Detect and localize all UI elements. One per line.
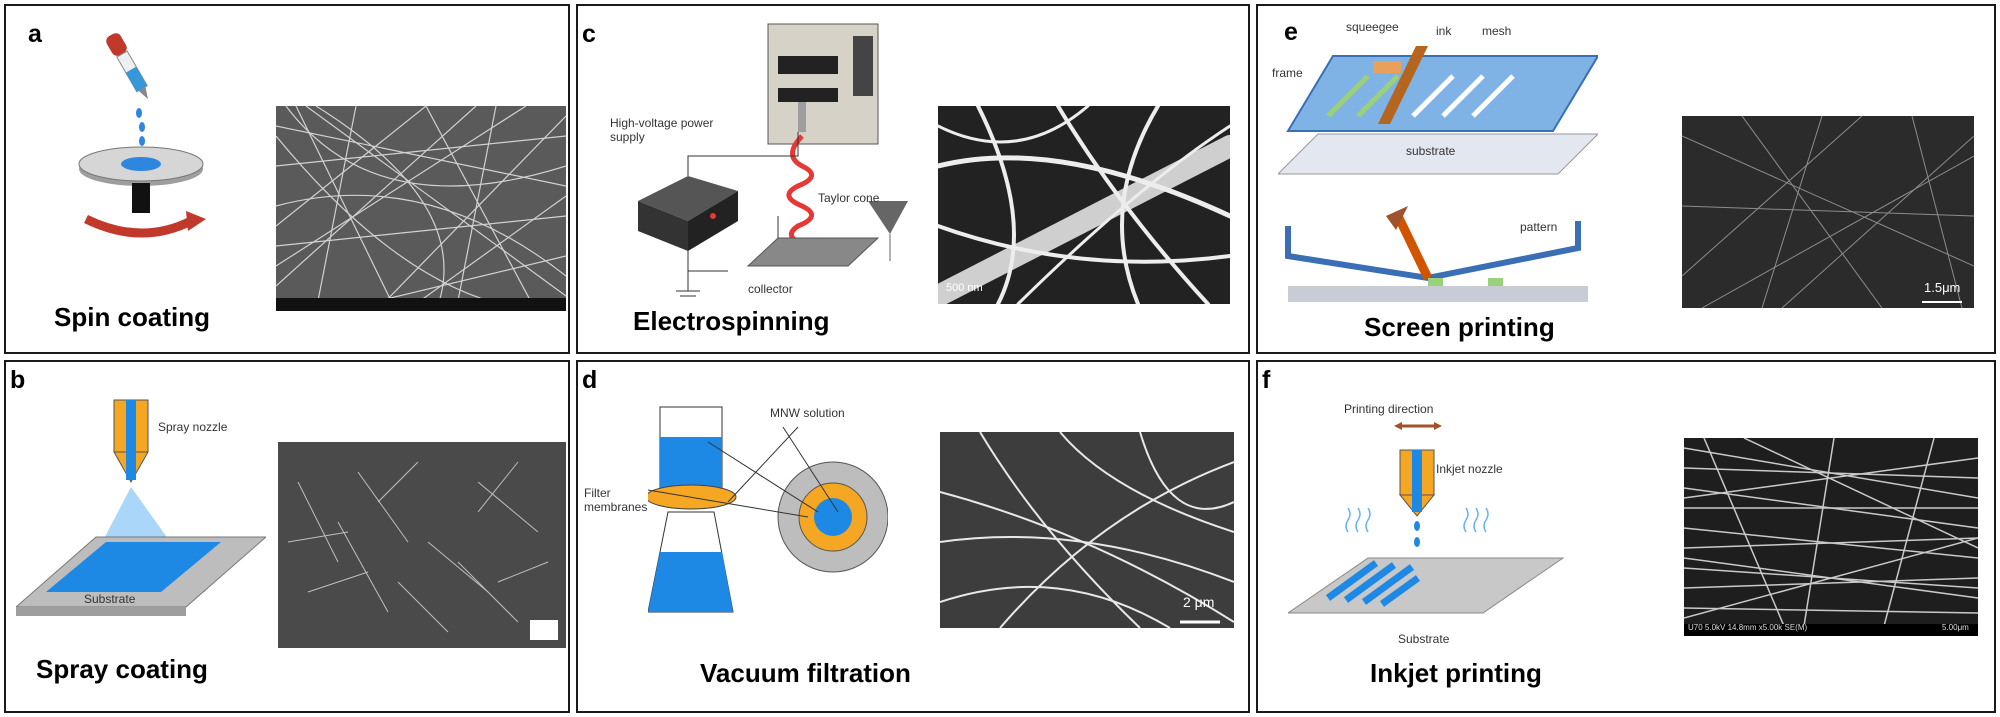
panel-title: Vacuum filtration (700, 658, 911, 688)
frame-label: frame (1272, 66, 1303, 80)
spray-coating-diagram (16, 392, 266, 642)
electrospinning-diagram (628, 16, 928, 306)
panel-e: e squeegee ink mesh frame substrate patt… (1256, 4, 1996, 354)
solution-label: MNW solution (770, 406, 845, 420)
substrate-label: substrate (1406, 144, 1456, 158)
sem-image (1684, 438, 1978, 636)
sem-image (276, 106, 566, 311)
squeegee-label: squeegee (1346, 20, 1399, 34)
pattern-label: pattern (1520, 220, 1558, 234)
nozzle-label: Spray nozzle (158, 420, 228, 434)
panel-label: c (582, 20, 596, 48)
panel-f: f Printing direction Inkjet nozzle Subst… (1256, 360, 1996, 713)
collector-label: collector (748, 282, 793, 296)
scale-bar-label: 2 μm (1183, 594, 1215, 610)
panel-title: Spin coating (54, 302, 210, 332)
scale-bar-label: 5.00μm (1942, 623, 1969, 632)
panel-c: c High- (576, 4, 1250, 354)
sem-image (1682, 116, 1974, 308)
panel-label: a (28, 20, 42, 48)
vacuum-filtration-diagram (648, 402, 888, 622)
panel-label: f (1262, 366, 1271, 394)
substrate-label: Substrate (1398, 632, 1450, 646)
nozzle-label: Inkjet nozzle (1436, 462, 1503, 476)
taylor-cone-label: Taylor cone (818, 191, 880, 205)
sem-footer: U70 5.0kV 14.8mm x5.00k SE(M) (1688, 623, 1808, 632)
mesh-label: mesh (1482, 24, 1512, 38)
panel-label: e (1284, 18, 1298, 46)
substrate-label: Substrate (84, 592, 136, 606)
ink-label: ink (1436, 24, 1452, 38)
panel-title: Screen printing (1364, 312, 1555, 342)
scale-bar-label: 500 nm (946, 282, 983, 294)
panel-d: d MNW solution Filter membranes (576, 360, 1250, 713)
panel-b: b Spray nozzle Substrate Spray coating (4, 360, 570, 713)
scale-bar-label: 1.5μm (1924, 280, 1961, 295)
screen-printing-diagram (1278, 16, 1598, 306)
power-supply-label: High-voltage power supply (610, 116, 714, 144)
sem-image (938, 106, 1230, 304)
panel-title: Inkjet printing (1370, 658, 1542, 688)
filter-label: Filter membranes (584, 486, 648, 514)
panel-a: a (4, 4, 570, 354)
direction-label: Printing direction (1344, 402, 1434, 416)
panel-label: d (582, 366, 598, 394)
inkjet-printing-diagram (1288, 418, 1568, 618)
panel-label: b (10, 366, 26, 394)
panel-title: Electrospinning (633, 306, 830, 336)
sem-image (278, 442, 566, 648)
panel-title: Spray coating (36, 654, 208, 684)
sem-image (940, 432, 1234, 628)
spin-coating-diagram (66, 31, 216, 261)
